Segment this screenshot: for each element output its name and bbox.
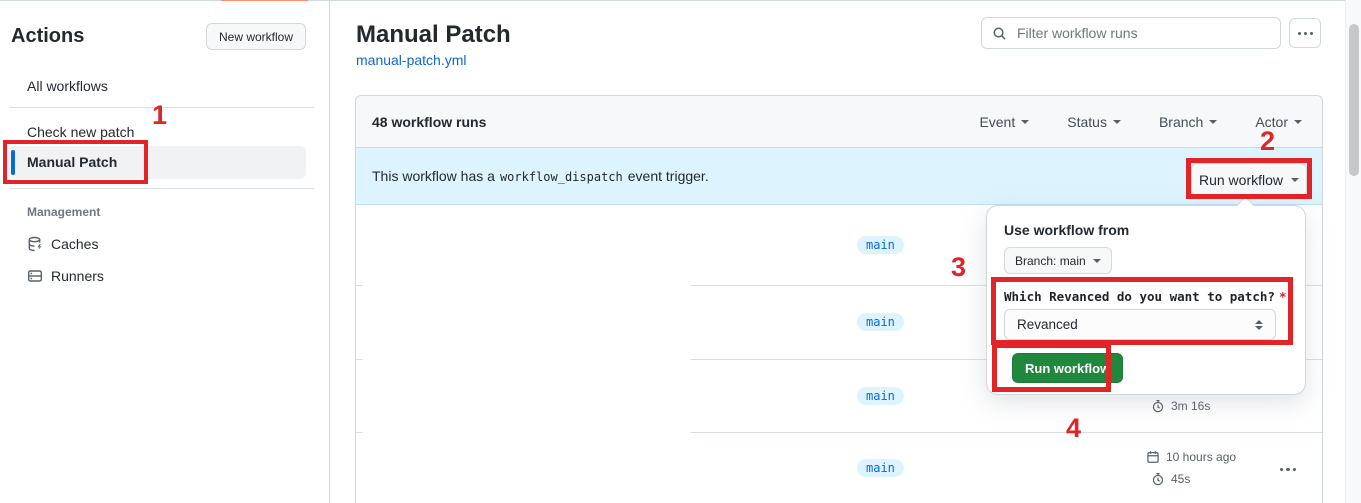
- chevron-down-icon: [1209, 119, 1218, 124]
- annotation-step-4: 4: [1066, 413, 1082, 443]
- sidebar-divider: [10, 107, 314, 108]
- chevron-down-icon: [1112, 119, 1121, 124]
- run-duration: 45s: [1151, 472, 1190, 486]
- required-asterisk: *: [1278, 289, 1287, 304]
- calendar-icon: [1146, 450, 1160, 464]
- search-input[interactable]: [1015, 24, 1270, 42]
- runs-count: 48 workflow runs: [372, 113, 487, 130]
- management-section-header: Management: [27, 205, 101, 219]
- row-separator: [356, 285, 363, 286]
- sidebar-item-manual-patch-label: Manual Patch: [27, 154, 118, 170]
- runners-server-icon: [27, 268, 43, 284]
- kebab-icon: [1278, 467, 1298, 471]
- sidebar-item-caches-label: Caches: [51, 236, 99, 252]
- workflow-options-kebab-button[interactable]: [1289, 18, 1321, 48]
- sidebar-title: Actions: [11, 25, 85, 47]
- branch-badge[interactable]: main: [857, 458, 904, 477]
- chevron-down-icon: [1021, 119, 1030, 124]
- kebab-icon: [1296, 31, 1314, 35]
- runs-list-header: 48 workflow runs Event Status Branch Act…: [356, 96, 1322, 148]
- chevron-down-icon: [1294, 119, 1302, 124]
- workflow-runs-card: 48 workflow runs Event Status Branch Act…: [355, 95, 1323, 503]
- sidebar-item-caches[interactable]: Caches: [27, 236, 98, 252]
- sidebar-item-all-workflows[interactable]: All workflows: [27, 78, 108, 94]
- chevron-down-icon: [1092, 258, 1101, 263]
- run-workflow-dropdown-button[interactable]: Run workflow: [1191, 163, 1307, 197]
- run-workflow-dropdown-panel: Use workflow from Branch: main Which Rev…: [986, 196, 1306, 395]
- workflow-dispatch-code: workflow_dispatch: [499, 170, 623, 184]
- branch-badge[interactable]: main: [857, 236, 904, 254]
- chevron-down-icon: [1291, 178, 1300, 182]
- actions-sidebar: Actions New workflow All workflows Check…: [0, 1, 330, 503]
- branch-badge[interactable]: main: [857, 386, 904, 405]
- search-icon: [992, 26, 1007, 41]
- workflow-run-row[interactable]: main 10 hours ago 45s: [356, 432, 1322, 503]
- cache-database-icon: [27, 236, 43, 252]
- scrollbar-track[interactable]: [1345, 0, 1361, 503]
- scrollbar-thumb[interactable]: [1349, 24, 1359, 176]
- sidebar-item-check-new-patch[interactable]: Check new patch: [27, 124, 135, 140]
- sidebar-item-runners[interactable]: Runners: [27, 268, 104, 284]
- stopwatch-icon: [1151, 399, 1165, 413]
- annotation-step-3: 3: [951, 252, 967, 282]
- filter-status[interactable]: Status: [1067, 114, 1121, 130]
- sidebar-item-runners-label: Runners: [51, 268, 104, 284]
- runs-filters: Event Status Branch Actor: [979, 114, 1306, 130]
- top-divider: [0, 0, 1361, 1]
- stopwatch-icon: [1151, 472, 1165, 486]
- filter-branch[interactable]: Branch: [1159, 114, 1218, 130]
- selected-item-accent-bar: [11, 150, 15, 175]
- run-date: 10 hours ago: [1146, 450, 1236, 464]
- filter-actor[interactable]: Actor: [1255, 114, 1302, 130]
- branch-badge[interactable]: main: [857, 313, 904, 331]
- filter-event[interactable]: Event: [979, 114, 1030, 130]
- workflow-run-row[interactable]: main: [356, 205, 1322, 285]
- run-workflow-submit-button[interactable]: Run workflow: [1012, 353, 1124, 383]
- run-kebab-button[interactable]: [1278, 458, 1298, 476]
- workflow-input-label: Which Revanced do you want to patch?*: [1004, 289, 1287, 304]
- annotation-step-2: 2: [1260, 126, 1276, 156]
- row-separator: [691, 432, 1322, 433]
- page-title: Manual Patch: [356, 21, 511, 48]
- run-duration: 3m 16s: [1151, 399, 1210, 413]
- revanced-select[interactable]: Revanced: [1004, 309, 1276, 340]
- sidebar-divider: [10, 188, 314, 189]
- annotation-step-1: 1: [152, 100, 168, 130]
- dropdown-title: Use workflow from: [1004, 222, 1130, 238]
- row-separator: [356, 432, 363, 433]
- new-workflow-button[interactable]: New workflow: [206, 23, 307, 50]
- filter-workflow-runs-search[interactable]: [981, 17, 1281, 49]
- row-separator: [356, 359, 363, 360]
- branch-selector-button[interactable]: Branch: main: [1004, 247, 1112, 274]
- workflow-file-link[interactable]: manual-patch.yml: [356, 52, 467, 68]
- select-updown-icon: [1255, 319, 1263, 330]
- sidebar-item-manual-patch[interactable]: [8, 146, 306, 179]
